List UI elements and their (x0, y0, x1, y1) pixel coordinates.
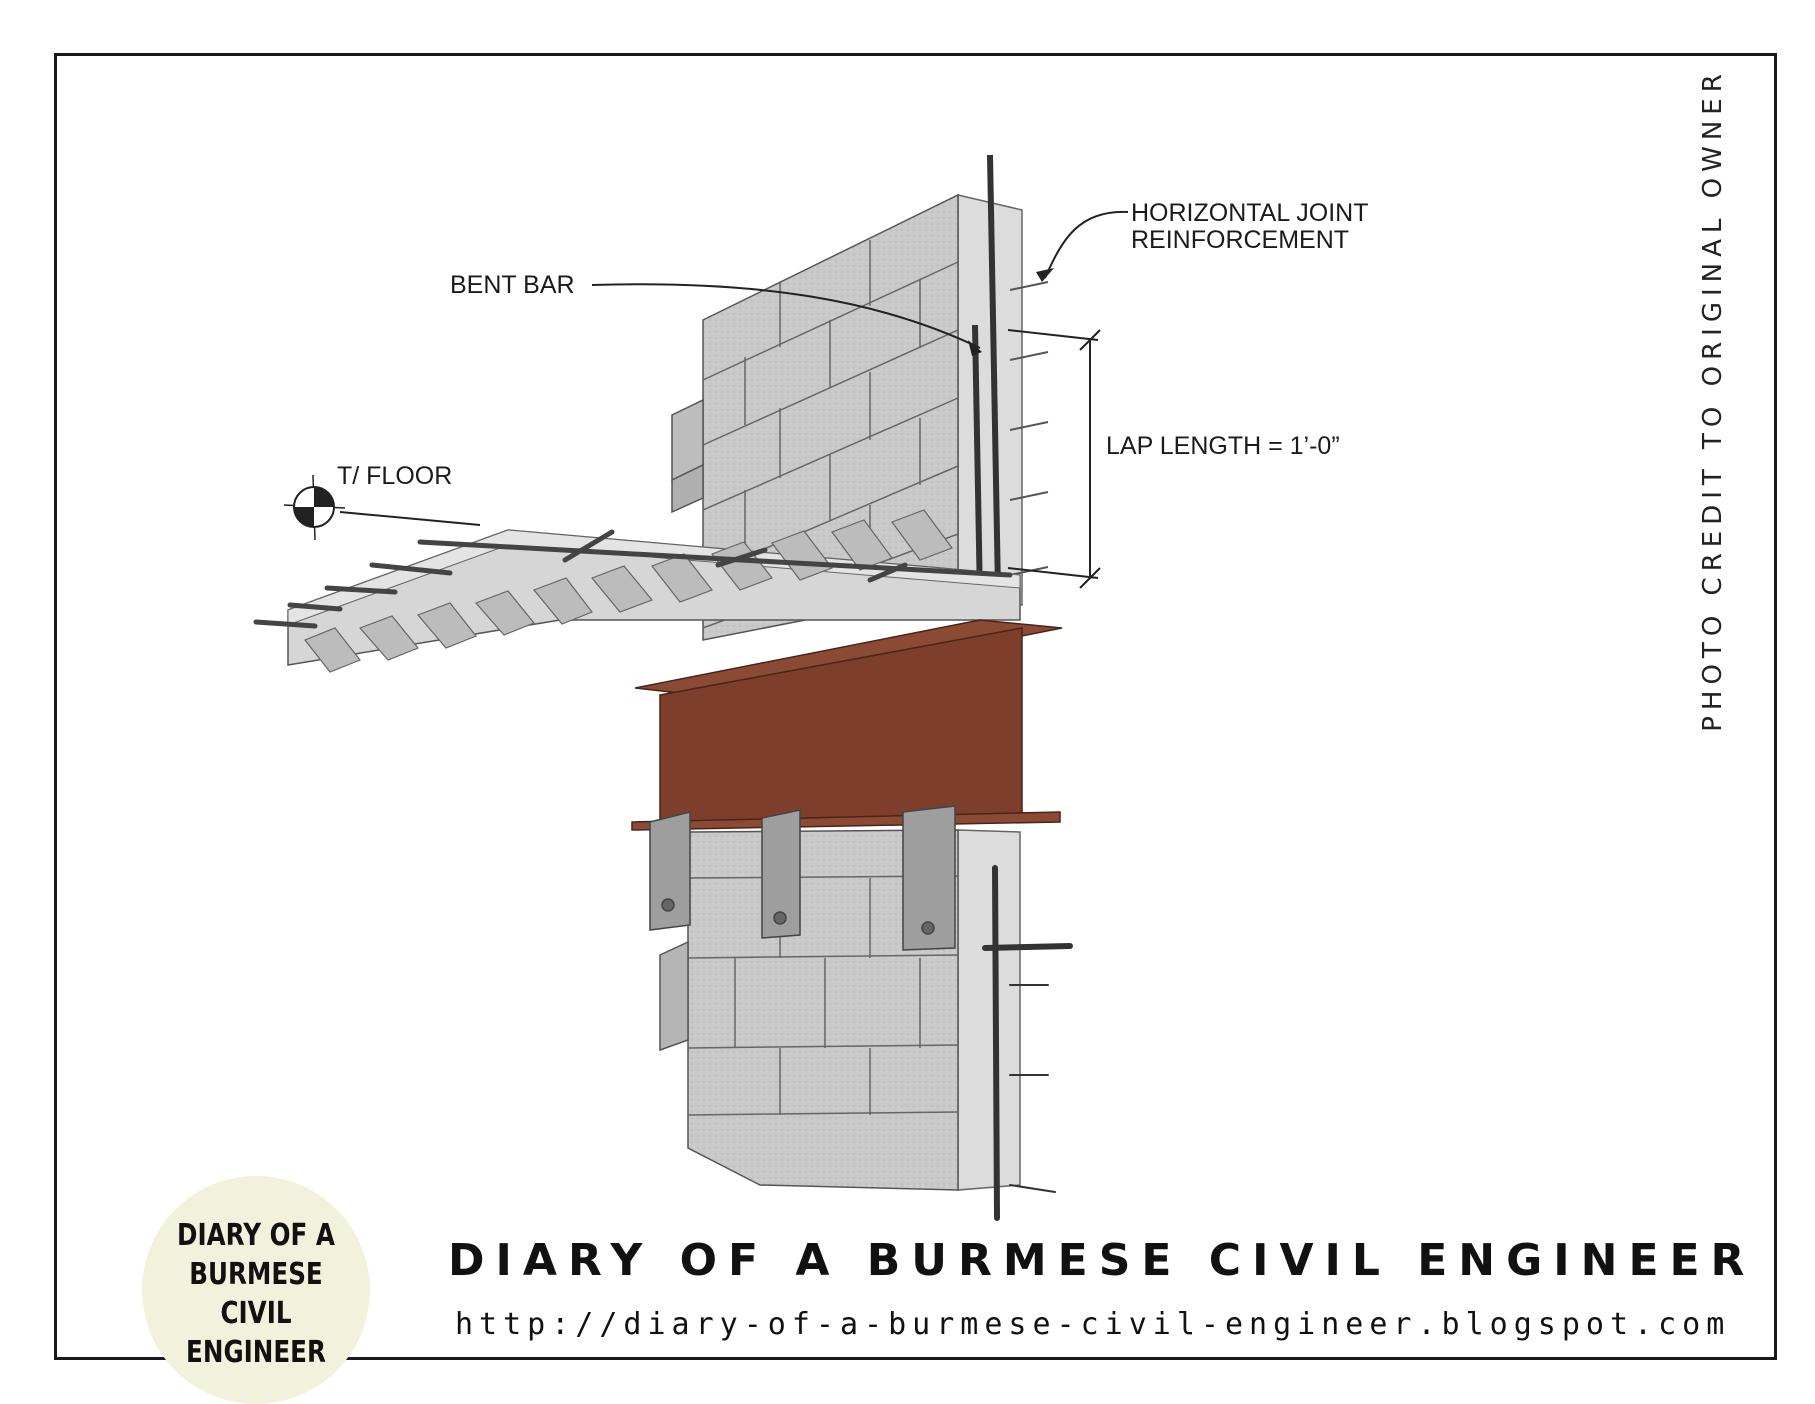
footer-url[interactable]: http://diary-of-a-burmese-civil-engineer… (455, 1307, 1731, 1342)
bent-bar-label: BENT BAR (450, 271, 575, 299)
lap-length-label: LAP LENGTH = 1’-0” (1106, 432, 1340, 460)
steel-beam (631, 619, 1063, 831)
angle-clips (649, 805, 956, 951)
reinforcement-label: REINFORCEMENT (1131, 226, 1350, 254)
horizontal-joint-label: HORIZONTAL JOINT (1131, 199, 1369, 227)
vertical-rebar-lower (982, 865, 1073, 1221)
slab-rebars (253, 529, 1013, 629)
badge-line-1: DIARY OF A (177, 1218, 335, 1253)
floor-level-symbol (283, 474, 346, 541)
blog-logo-badge: DIARY OF A BURMESE CIVIL ENGINEER (142, 1176, 370, 1404)
vertical-rebar-upper (972, 154, 1001, 601)
lower-masonry-wall (659, 829, 1021, 1191)
badge-line-3: CIVIL (220, 1296, 292, 1331)
photo-credit: PHOTO CREDIT TO ORIGINAL OWNER (1698, 68, 1728, 732)
annotation-leaders (339, 210, 1129, 589)
drawing-border (54, 53, 1777, 1360)
badge-text: DIARY OF A BURMESE CIVIL ENGINEER (163, 1216, 350, 1372)
footer-title: DIARY OF A BURMESE CIVIL ENGINEER (448, 1235, 1756, 1286)
floor-level-label: T/ FLOOR (337, 462, 453, 490)
badge-line-2: BURMESE (189, 1257, 323, 1292)
badge-line-4: ENGINEER (186, 1335, 326, 1370)
